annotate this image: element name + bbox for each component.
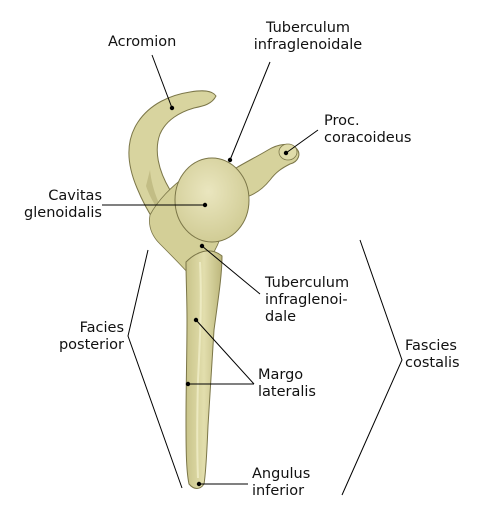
label-proc-coracoideus: Proc. coracoideus: [324, 113, 412, 146]
leader-acromion: [151, 54, 173, 109]
dot-angulus: [196, 481, 202, 487]
bracket-fascies-costalis: [341, 239, 403, 496]
leader-proc-coracoideus: [285, 129, 319, 154]
glenoid-cavity-bone: [174, 157, 250, 243]
leader-lines: [102, 54, 403, 496]
bracket-facies-posterior: [127, 249, 183, 489]
dot-acromion: [169, 105, 175, 111]
shaft-ridge: [196, 261, 202, 479]
label-fascies-costalis: Fascies costalis: [405, 338, 460, 371]
leader-tuberculum-supra: [229, 61, 271, 161]
label-cavitas-glenoidalis: Cavitas glenoidalis: [24, 188, 102, 221]
label-tuberculum-infra: Tuberculum infraglenoi- dale: [265, 275, 350, 325]
label-tuberculum-supra: Tuberculum infraglenoidale: [253, 20, 363, 53]
acromion-shadow: [146, 170, 176, 232]
label-acromion: Acromion: [108, 34, 177, 50]
dot-tuberculum-supra: [227, 157, 233, 163]
dot-glenoid: [202, 202, 208, 208]
label-facies-posterior: Facies posterior: [58, 320, 124, 353]
label-angulus-inferior: Angulus inferior: [252, 466, 311, 499]
acromion-bone: [128, 90, 217, 251]
leader-tuberculum-infra: [201, 245, 261, 295]
dot-margo-a: [193, 317, 199, 323]
dot-tuberculum-infra: [199, 243, 205, 249]
dot-margo-b: [185, 381, 191, 387]
margo-lateralis-bone: [185, 250, 223, 489]
label-margo-lateralis: Margo lateralis: [258, 367, 316, 400]
leader-dots: [169, 105, 289, 487]
leader-margo-a: [195, 319, 255, 385]
dot-coracoid: [283, 150, 289, 156]
